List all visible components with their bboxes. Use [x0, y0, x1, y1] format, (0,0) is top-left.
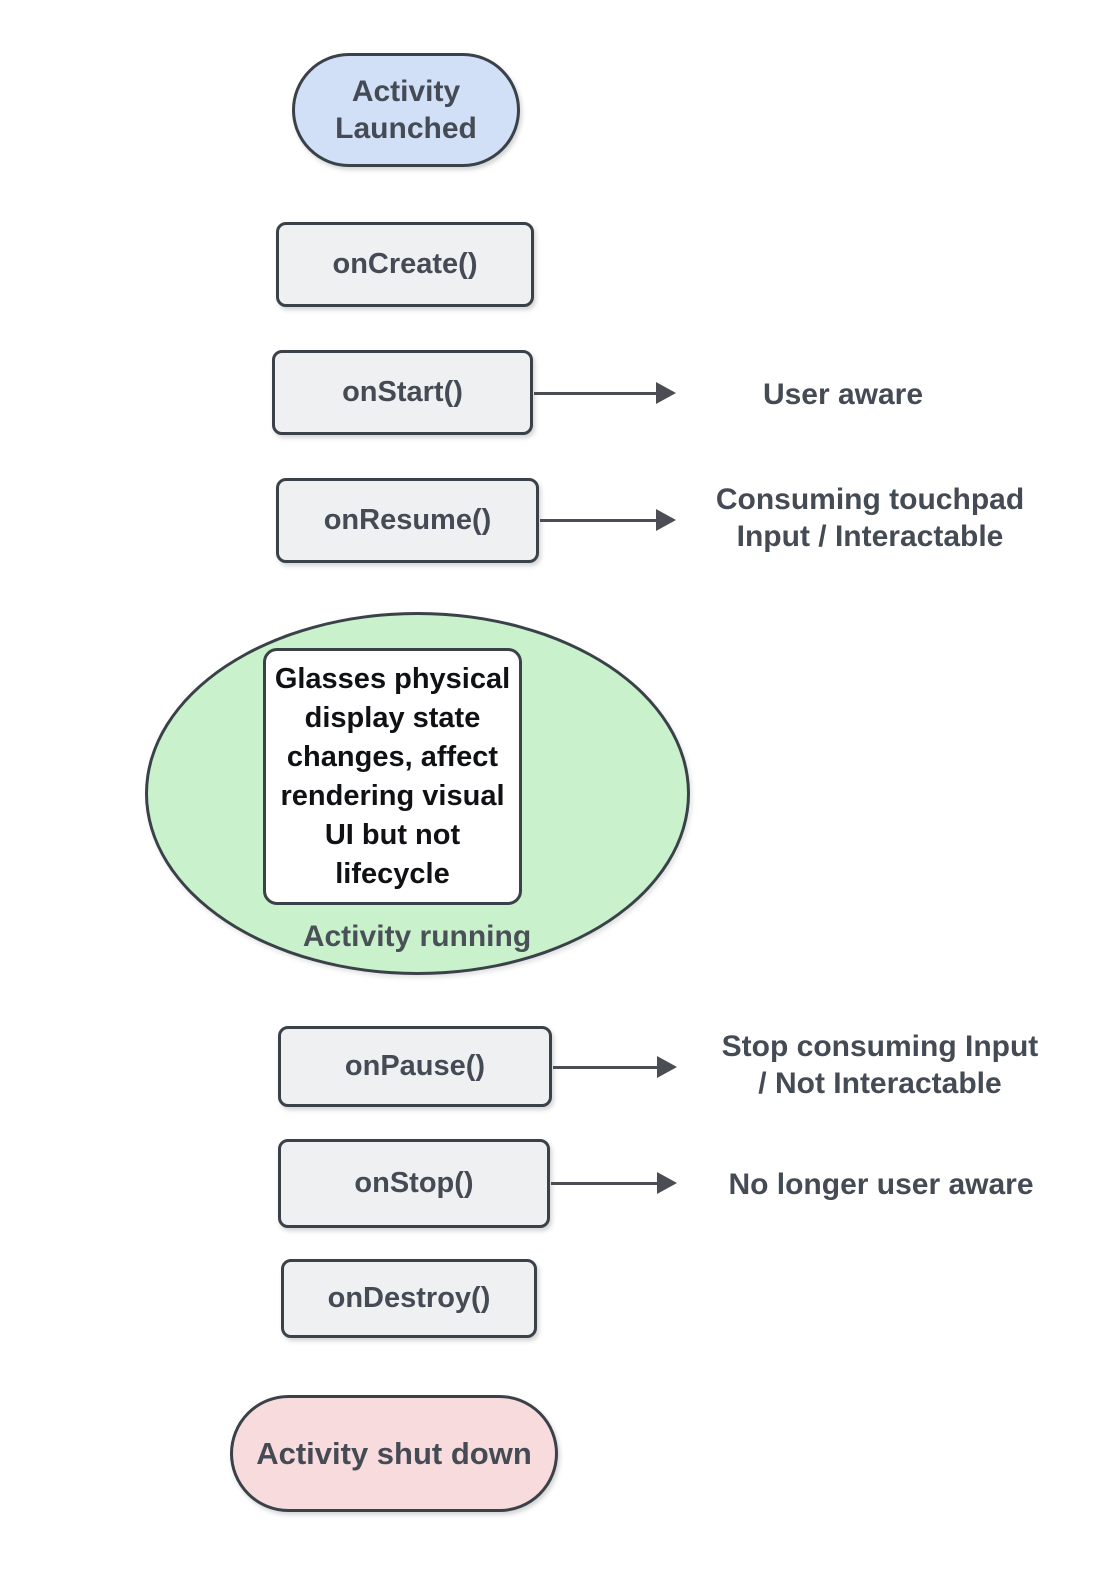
annotation-user-aware: User aware [762, 378, 924, 411]
node-onstart: onStart() [272, 350, 533, 435]
node-activity-shut-down-label: Activity shut down [256, 1435, 532, 1471]
node-activity-shut-down: Activity shut down [230, 1395, 558, 1512]
annotation-consuming-touchpad: Consuming touchpad Input / Interactable [715, 483, 1025, 553]
note-display-state-changes: Glasses physical display state changes, … [263, 648, 522, 905]
onresume-arrow-line [540, 519, 658, 522]
node-ondestroy-label: onDestroy() [327, 1282, 491, 1314]
node-oncreate-label: onCreate() [332, 248, 478, 280]
node-ondestroy: onDestroy() [281, 1259, 537, 1338]
node-oncreate: onCreate() [276, 222, 534, 307]
node-onresume: onResume() [276, 478, 539, 563]
node-activity-launched-label: Activity Launched [335, 75, 477, 145]
onresume-arrow-head-icon [656, 509, 676, 531]
node-onstop-label: onStop() [354, 1167, 474, 1199]
node-onpause-label: onPause() [344, 1050, 486, 1082]
node-onstop: onStop() [278, 1139, 550, 1228]
annotation-stop-consuming: Stop consuming Input / Not Interactable [721, 1030, 1039, 1100]
node-onresume-label: onResume() [323, 504, 492, 536]
label-activity-running: Activity running [302, 920, 532, 953]
onpause-arrow-line [553, 1066, 659, 1069]
onstop-arrow-head-icon [657, 1172, 677, 1194]
annotation-no-longer-user-aware: No longer user aware [728, 1168, 1034, 1201]
onstop-arrow-line [551, 1182, 659, 1185]
onstart-arrow-line [534, 392, 658, 395]
note-display-state-text: Glasses physical display state changes, … [274, 662, 511, 890]
node-onstart-label: onStart() [342, 376, 463, 408]
onpause-arrow-head-icon [657, 1056, 677, 1078]
node-onpause: onPause() [278, 1026, 552, 1107]
onstart-arrow-head-icon [656, 382, 676, 404]
node-activity-launched: Activity Launched [292, 53, 520, 167]
